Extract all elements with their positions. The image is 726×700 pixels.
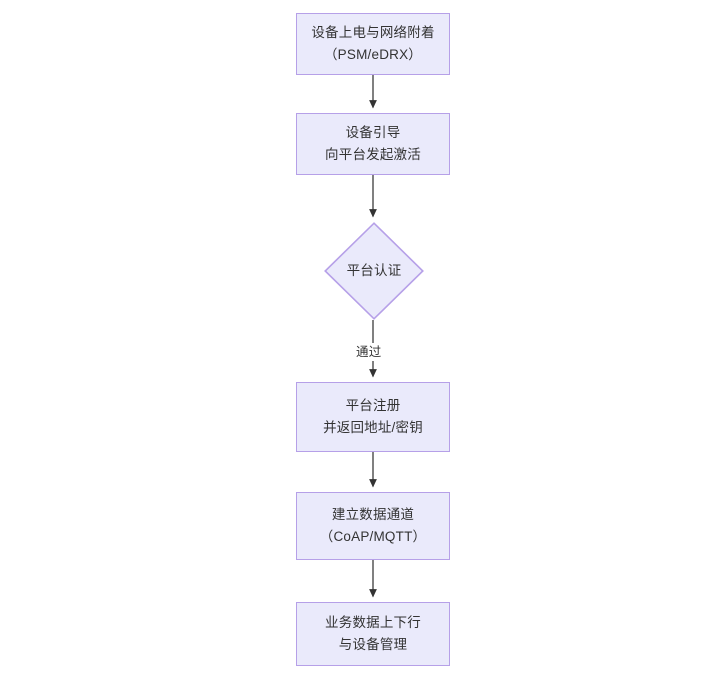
edge-label-pass: 通过 xyxy=(353,343,385,362)
node-device-bootstrap-line1: 设备引导 xyxy=(345,125,401,141)
node-platform-auth-decision[interactable]: 平台认证 xyxy=(324,222,424,320)
node-device-power-on-line1: 设备上电与网络附着 xyxy=(311,25,435,41)
node-device-bootstrap-line2: 向平台发起激活 xyxy=(325,147,421,162)
node-device-power-on-line2: （PSM/eDRX） xyxy=(323,47,423,62)
node-business-data-management-line1: 业务数据上下行 xyxy=(325,615,421,631)
node-device-bootstrap[interactable]: 设备引导 向平台发起激活 xyxy=(296,113,450,175)
node-business-data-management-line2: 与设备管理 xyxy=(338,637,408,652)
node-platform-register-line1: 平台注册 xyxy=(345,398,401,414)
node-platform-auth-label: 平台认证 xyxy=(346,262,402,278)
node-business-data-management[interactable]: 业务数据上下行 与设备管理 xyxy=(296,602,450,666)
node-establish-data-channel[interactable]: 建立数据通道 （CoAP/MQTT） xyxy=(296,492,450,560)
node-platform-register[interactable]: 平台注册 并返回地址/密钥 xyxy=(296,382,450,452)
node-establish-data-channel-line2: （CoAP/MQTT） xyxy=(319,529,427,544)
diamond-shape-icon xyxy=(324,222,424,320)
node-platform-register-line2: 并返回地址/密钥 xyxy=(323,420,423,435)
node-establish-data-channel-line1: 建立数据通道 xyxy=(331,507,415,523)
node-device-power-on[interactable]: 设备上电与网络附着 （PSM/eDRX） xyxy=(296,13,450,75)
